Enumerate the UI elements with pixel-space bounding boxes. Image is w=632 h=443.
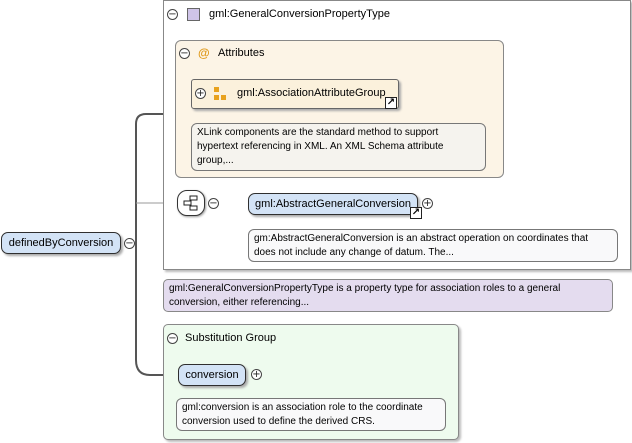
- element-label: conversion: [185, 369, 239, 381]
- expand-icon[interactable]: +: [422, 198, 433, 209]
- element-label: definedByConversion: [8, 237, 114, 249]
- attribute-group-label: gml:AssociationAttributeGroup: [237, 87, 386, 99]
- collapse-icon[interactable]: −: [208, 198, 219, 209]
- substitution-group-title: Substitution Group: [185, 332, 277, 344]
- attribute-group-icon: [214, 87, 226, 100]
- link-arrow-icon[interactable]: ↗: [410, 207, 422, 219]
- element-label: gml:AbstractGeneralConversion: [255, 198, 411, 210]
- attribute-group-note: XLink components are the standard method…: [191, 123, 486, 171]
- defined-by-conversion-element[interactable]: definedByConversion: [1, 232, 121, 254]
- conversion-note: gml:conversion is an association role to…: [176, 398, 446, 431]
- collapse-icon[interactable]: −: [167, 333, 178, 344]
- conversion-element[interactable]: conversion: [178, 364, 246, 386]
- collapse-icon[interactable]: −: [179, 48, 190, 59]
- expand-icon[interactable]: +: [195, 88, 206, 99]
- attribute-group-box[interactable]: [191, 79, 399, 109]
- abstract-conversion-note: gm:AbstractGeneralConversion is an abstr…: [248, 229, 618, 262]
- type-box-title: gml:GeneralConversionPropertyType: [209, 8, 390, 20]
- attribute-icon: @: [198, 46, 210, 60]
- sequence-icon: [183, 195, 198, 211]
- attributes-title: Attributes: [218, 47, 265, 59]
- type-description-note: gml:GeneralConversionPropertyType is a p…: [163, 279, 613, 312]
- collapse-icon[interactable]: −: [167, 9, 178, 20]
- complex-type-icon: [187, 8, 200, 21]
- abstract-general-conversion-element[interactable]: gml:AbstractGeneralConversion: [248, 193, 418, 215]
- link-arrow-icon[interactable]: ↗: [385, 97, 397, 109]
- collapse-icon[interactable]: −: [124, 238, 135, 249]
- expand-icon[interactable]: +: [251, 369, 262, 380]
